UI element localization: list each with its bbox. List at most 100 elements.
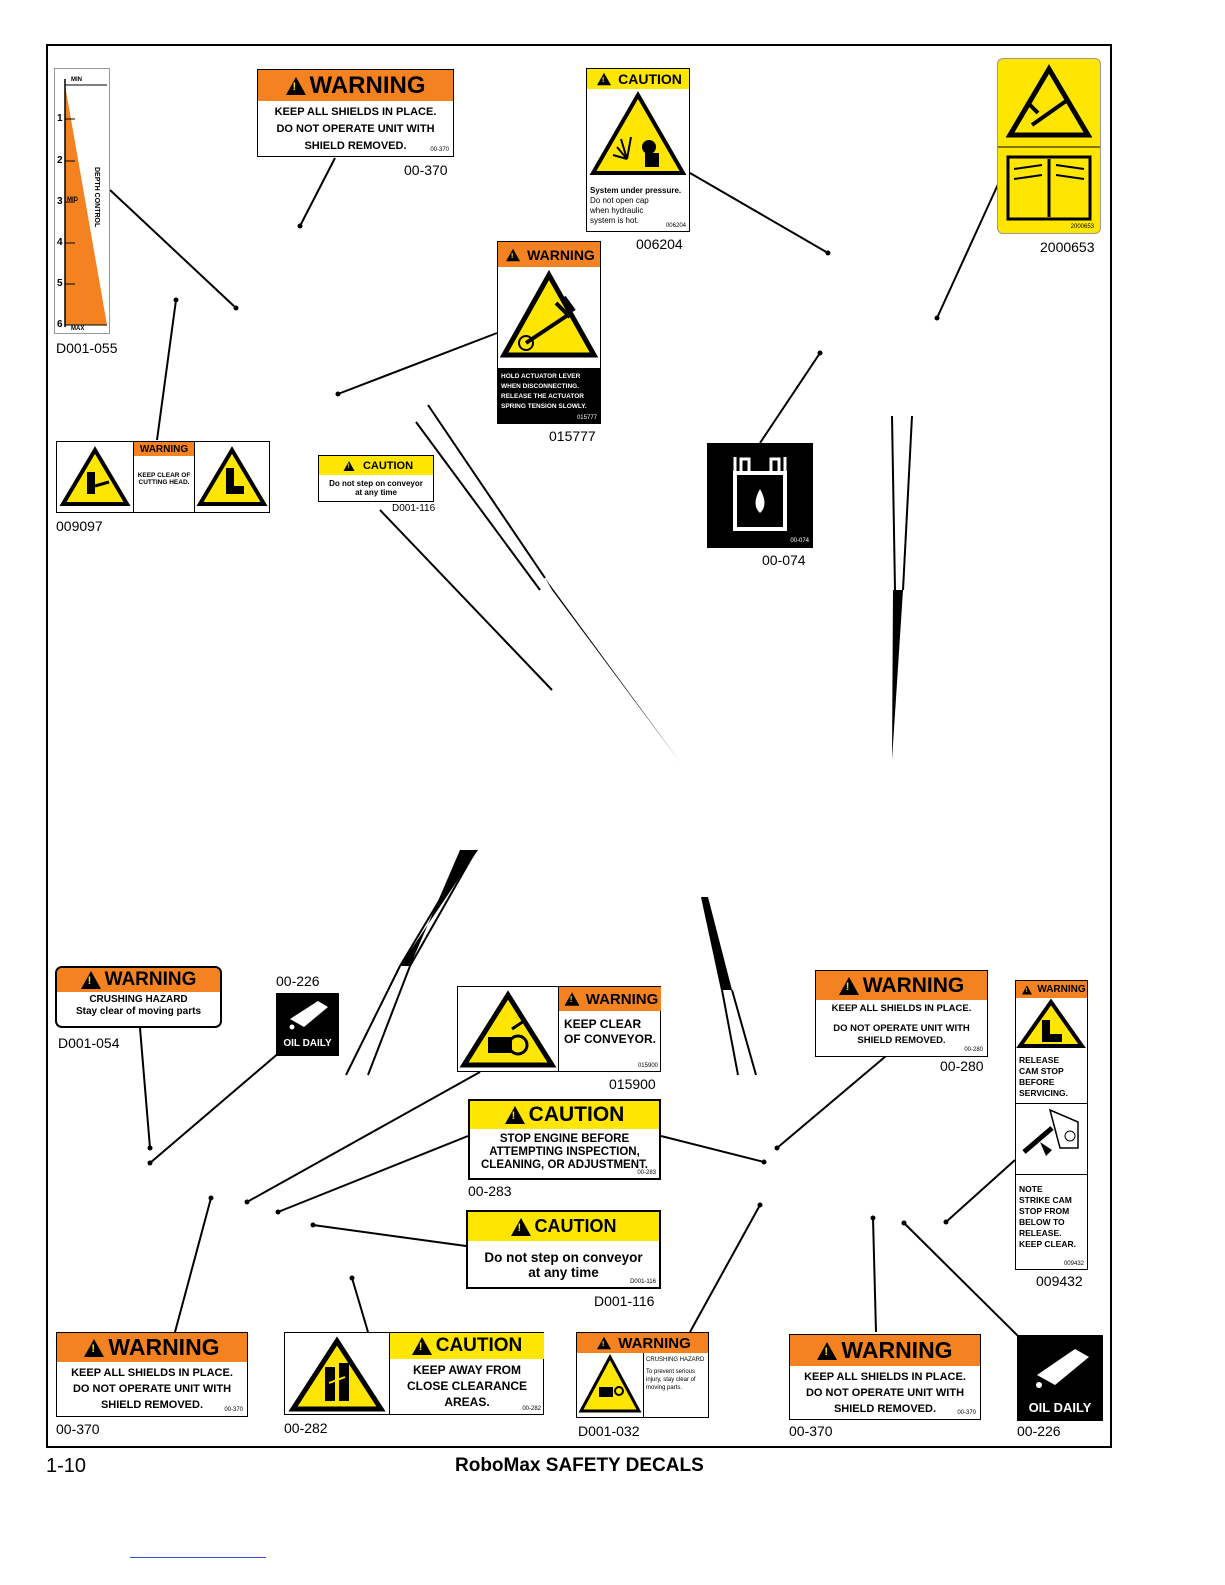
decal-code: 006204 — [665, 223, 686, 229]
decal-00-280: WARNING KEEP ALL SHIELDS IN PLACE. DO NO… — [815, 970, 988, 1057]
depth-mid-label: MID — [67, 197, 78, 203]
decal-text-line: DO NOT OPERATE UNIT WITH — [833, 1023, 970, 1034]
depth-gauge-graphic — [64, 79, 107, 327]
crushing-hazard-icon — [578, 1353, 642, 1413]
depth-control-label: DEPTH CONTROL — [93, 167, 100, 228]
depth-tick-5: 5 — [57, 278, 63, 289]
decal-text-line: CAM STOP — [1019, 1066, 1064, 1076]
decal-text-line: CUTTING HEAD. — [138, 479, 190, 486]
decal-00-282: CAUTION KEEP AWAY FROM CLOSE CLEARANCE A… — [284, 1332, 544, 1415]
decal-text-line: DO NOT OPERATE UNIT WITH — [276, 123, 435, 135]
alert-triangle-icon — [597, 1336, 612, 1350]
decal-code: 009432 — [1063, 1261, 1084, 1267]
decal-00-226-top: OIL DAILY — [276, 993, 339, 1056]
decal-text-line: To prevent serious — [646, 1369, 696, 1375]
alert-triangle-icon — [411, 1337, 432, 1355]
decal-006204: CAUTION System under pressure. Do not op… — [586, 68, 690, 232]
depth-tick-6: 6 — [57, 319, 63, 330]
decal-text-line: CLOSE CLEARANCE — [406, 1379, 527, 1393]
part-number-00-226: 00-226 — [276, 973, 320, 989]
decal-code: 015777 — [576, 415, 597, 421]
decal-code: 00-283 — [637, 1170, 656, 1176]
part-number-00-282: 00-282 — [284, 1420, 328, 1436]
decal-text-line: RELEASE THE ACTUATOR — [501, 393, 584, 400]
decal-text-line: KEEP ALL SHIELDS IN PLACE. — [804, 1371, 966, 1383]
decal-009097: WARNING KEEP CLEAR OF CUTTING HEAD. — [56, 441, 270, 513]
alert-triangle-icon — [80, 971, 101, 989]
decal-text-line: KEEP ALL SHIELDS IN PLACE. — [274, 106, 437, 118]
alert-triangle-icon — [343, 460, 355, 471]
decal-text-line: BEFORE — [1019, 1077, 1055, 1087]
decal-00-226-bottom: OIL DAILY — [1017, 1335, 1103, 1421]
depth-min-label: MIN — [71, 77, 82, 83]
cutting-hazard-icon — [59, 446, 131, 506]
decal-text-line: at any time — [355, 488, 397, 497]
decal-text-line: SHIELD REMOVED. — [100, 1399, 204, 1411]
alert-triangle-icon — [817, 1341, 838, 1360]
oil-can-icon — [1036, 1349, 1089, 1388]
decal-text-line: KEEP AWAY FROM — [412, 1363, 522, 1377]
caution-header: CAUTION — [319, 456, 433, 475]
decal-text-line: KEEP CLEAR — [564, 1017, 642, 1031]
depth-tick-3: 3 — [57, 196, 63, 207]
part-number-009097: 009097 — [56, 518, 103, 534]
warning-header: WARNING — [577, 1333, 708, 1353]
decal-text-line: RELEASE. — [1019, 1228, 1062, 1238]
part-number-00-370: 00-370 — [404, 162, 448, 178]
cam-stop-hazard-icon — [1016, 998, 1086, 1048]
warning-header: WARNING — [816, 971, 987, 1000]
decal-code: 00-074 — [790, 538, 809, 544]
decal-text-line: System under pressure. — [590, 186, 682, 195]
decal-text-line: NOTE — [1019, 1184, 1043, 1194]
oil-reservoir-icon — [733, 457, 787, 531]
actuator-hand-icon — [499, 269, 599, 358]
strike-cam-icon — [1016, 1103, 1087, 1175]
decal-00-370-bottom-right: WARNING KEEP ALL SHIELDS IN PLACE. DO NO… — [789, 1334, 981, 1420]
warning-header: WARNING — [134, 442, 194, 456]
decal-code: 00-370 — [957, 1410, 976, 1416]
pressure-spray-icon — [589, 90, 687, 175]
warning-header: WARNING — [559, 987, 661, 1011]
decal-code: 015900 — [637, 1063, 658, 1069]
decal-00-074: 00-074 — [707, 443, 813, 548]
alert-triangle-icon — [838, 976, 859, 995]
decal-text-line: Do not open cap — [590, 196, 649, 205]
decal-00-370-top: WARNING KEEP ALL SHIELDS IN PLACE. DO NO… — [257, 69, 454, 157]
part-number-00-370: 00-370 — [56, 1421, 100, 1437]
part-number-d001-054: D001-054 — [58, 1035, 120, 1051]
decal-009432: WARNING RELEASE CAM STOP BEFORE SERVICIN… — [1015, 980, 1088, 1270]
decal-text-line: OF CONVEYOR. — [564, 1032, 657, 1046]
part-number-d001-116: D001-116 — [392, 503, 436, 514]
decal-text-line: at any time — [528, 1265, 599, 1280]
decal-015900: WARNING KEEP CLEAR OF CONVEYOR. 015900 — [457, 986, 661, 1072]
page-frame — [46, 44, 1112, 1448]
warning-header: WARNING — [57, 1333, 247, 1362]
decal-text-line: CRUSHING HAZARD — [646, 1357, 705, 1363]
page-number: 1-10 — [46, 1455, 87, 1477]
decal-text-line: AREAS. — [444, 1395, 490, 1409]
decal-015777: WARNING HOLD ACTUATOR LEVER WHEN DISCONN… — [497, 241, 601, 424]
part-number-00-280: 00-280 — [940, 1058, 984, 1074]
oil-can-icon — [289, 1001, 328, 1030]
decal-text-line: Do not step on conveyor — [484, 1250, 643, 1265]
decal-d001-054: WARNING CRUSHING HAZARD Stay clear of mo… — [55, 966, 222, 1028]
decal-text-line: BELOW TO — [1019, 1217, 1065, 1227]
decal-text-line: STRIKE CAM — [1019, 1195, 1072, 1205]
decal-text-line: SHIELD REMOVED. — [857, 1035, 946, 1046]
part-number-015777: 015777 — [549, 428, 596, 444]
depth-tick-4: 4 — [57, 237, 63, 248]
decal-text-line: STOP FROM — [1019, 1206, 1070, 1216]
alert-triangle-icon — [504, 1106, 525, 1124]
decal-text-line: DO NOT OPERATE UNIT WITH — [72, 1383, 232, 1395]
decal-text-line: KEEP ALL SHIELDS IN PLACE. — [71, 1367, 233, 1379]
alert-triangle-icon — [1022, 985, 1033, 994]
decal-code: 00-282 — [522, 1406, 541, 1412]
caution-header: CAUTION — [587, 69, 689, 89]
decal-00-370-bottom-left: WARNING KEEP ALL SHIELDS IN PLACE. DO NO… — [56, 1332, 248, 1417]
foot-hazard-icon — [196, 446, 268, 506]
decal-text-line: SERVICING. — [1019, 1088, 1068, 1098]
decal-text-line: DO NOT OPERATE UNIT WITH — [805, 1387, 965, 1399]
decal-2000653: 2000653 — [997, 58, 1101, 234]
decal-text-line: CRUSHING HAZARD — [89, 994, 188, 1005]
decal-d001-032: WARNING CRUSHING HAZARD To prevent serio… — [576, 1332, 709, 1418]
